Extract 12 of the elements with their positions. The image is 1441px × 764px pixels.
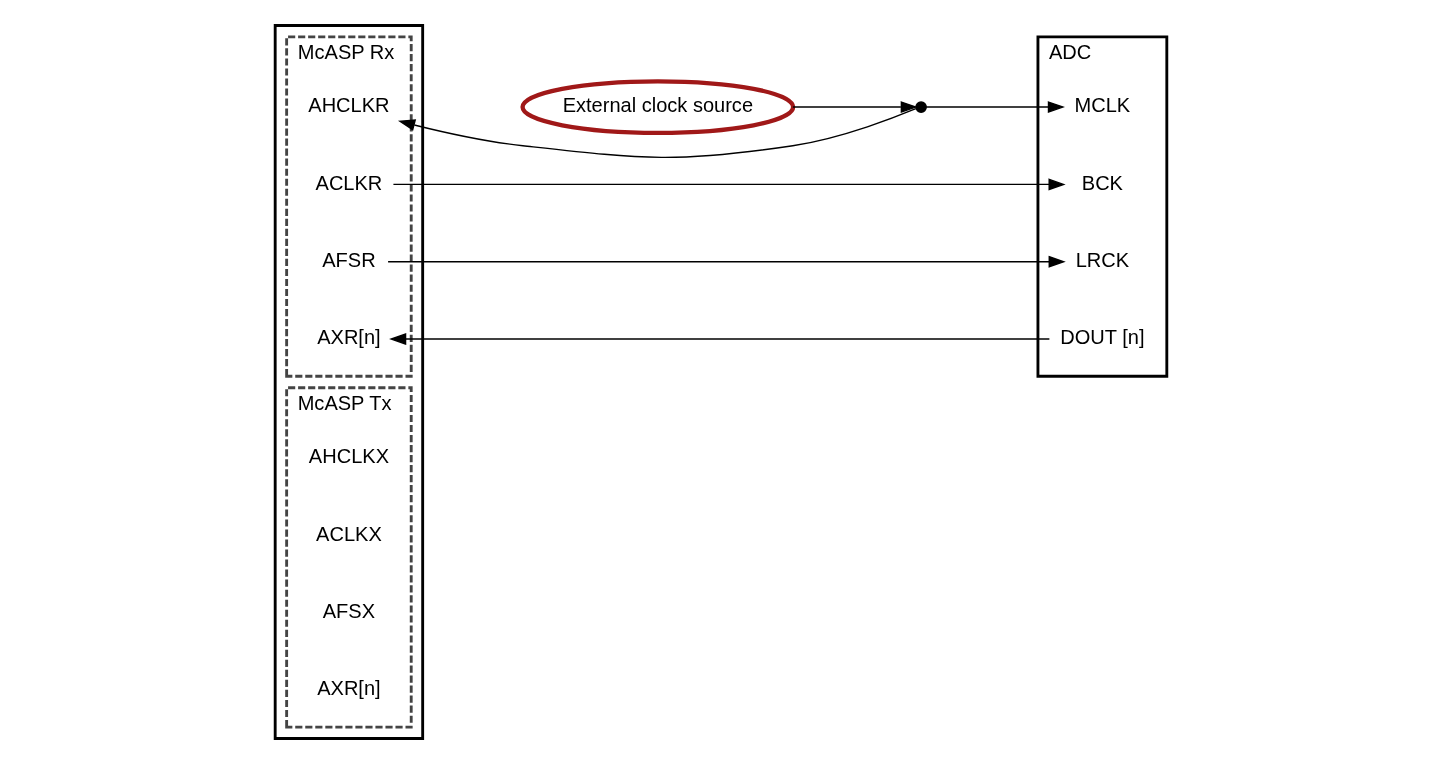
node-text: ACLKR	[315, 171, 382, 194]
node-text: AFSR	[321, 249, 376, 272]
node-text: AHCLKX	[308, 445, 389, 468]
node-text: LRCK	[1075, 249, 1129, 272]
node-text: AXR[n]	[316, 677, 381, 700]
node-text: DOUT [n]	[1059, 326, 1144, 349]
node-text: BCK	[1081, 171, 1123, 194]
node-text: MCLK	[1074, 94, 1130, 117]
node-text: AFSX	[322, 599, 375, 622]
node-text: AHCLKR	[307, 94, 390, 117]
node-text: AXR[n]	[316, 326, 381, 349]
node-text: ACLKX	[315, 522, 382, 545]
